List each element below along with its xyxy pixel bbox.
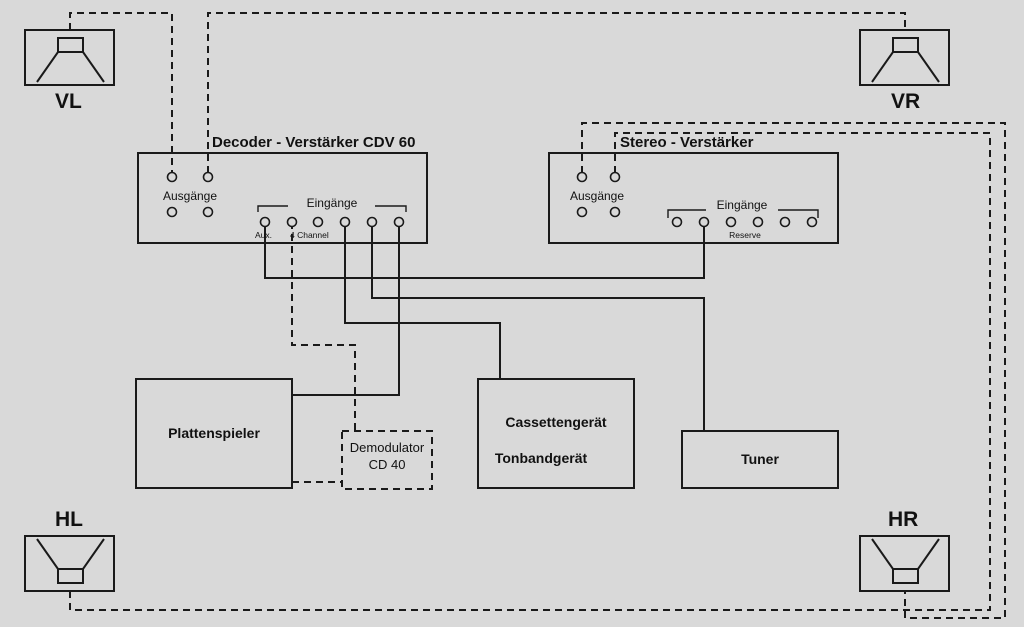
decoder-amplifier-title: Decoder - Verstärker CDV 60: [212, 134, 416, 151]
speaker-label-vl: VL: [55, 90, 82, 113]
stereo-output-socket: [609, 206, 621, 218]
tuner-label: Tuner: [741, 451, 779, 467]
stereo-amplifier-title: Stereo - Verstärker: [620, 134, 754, 151]
stereo-input-socket: [752, 216, 764, 228]
demodulator-box: [341, 430, 433, 490]
speaker-label-hl: HL: [55, 508, 83, 531]
stereo-input-socket: [806, 216, 818, 228]
decoder-input-socket: [393, 216, 405, 228]
decoder-inputs-label: Eingänge: [306, 196, 358, 210]
stereo-output-socket: [576, 206, 588, 218]
stereo-output-socket: [576, 171, 588, 183]
stereo-input-socket: [671, 216, 683, 228]
stereo-input-socket: [779, 216, 791, 228]
demodulator-label-line2: CD 40: [368, 457, 406, 472]
speaker-hl-icon: [24, 535, 115, 592]
decoder-input-socket: [312, 216, 324, 228]
cassette-box: [477, 378, 635, 489]
vl-speaker-cable: [69, 12, 173, 173]
decoder-input-socket: [339, 216, 351, 228]
decoder-inputs-bracket: [257, 205, 407, 212]
stereo-outputs-label: Ausgänge: [569, 189, 625, 203]
decoder-output-socket: [166, 171, 178, 183]
speaker-label-vr: VR: [891, 90, 921, 113]
hr-speaker-cable: [581, 122, 1006, 619]
speaker-vr-icon: [859, 29, 950, 86]
vr-speaker-cable: [207, 12, 906, 173]
turntable-label: Plattenspieler: [168, 425, 260, 441]
hl-speaker-cable: [69, 132, 991, 611]
decoder-input-socket: [259, 216, 271, 228]
stereo-input-socket: [725, 216, 737, 228]
stereo-inputs-bracket: [667, 209, 819, 218]
turntable-cable: [292, 222, 400, 396]
stereo-output-socket: [609, 171, 621, 183]
demodulator-cable: [291, 222, 356, 431]
decoder-4channel-label: 4 Channel: [290, 230, 329, 240]
tape-label: Tonbandgerät: [494, 450, 588, 466]
decoder-outputs-label: Ausgänge: [162, 189, 218, 203]
decoder-output-socket: [166, 206, 178, 218]
tuner-to-tuner-box: [371, 222, 705, 431]
decoder-aux-label: Aux.: [255, 230, 273, 240]
demodulator-label-line1: Demodulator: [349, 440, 425, 455]
tuner-cable: [264, 222, 705, 279]
stereo-input-socket: [698, 216, 710, 228]
decoder-input-socket: [366, 216, 378, 228]
speaker-hr-icon: [859, 535, 950, 592]
decoder-amplifier-box: [137, 152, 428, 244]
stereo-reserve-label: Reserve: [729, 230, 761, 240]
stereo-amplifier-box: [548, 152, 839, 244]
turntable-box: [135, 378, 293, 489]
decoder-output-socket: [202, 206, 214, 218]
cassette-cable: [344, 222, 501, 379]
speaker-vl-icon: [24, 29, 115, 86]
cassette-label: Cassettengerät: [505, 414, 607, 430]
speaker-label-hr: HR: [888, 508, 919, 531]
decoder-output-socket: [202, 171, 214, 183]
tuner-box: [681, 430, 839, 489]
decoder-input-socket: [286, 216, 298, 228]
stereo-inputs-label: Eingänge: [716, 198, 768, 212]
